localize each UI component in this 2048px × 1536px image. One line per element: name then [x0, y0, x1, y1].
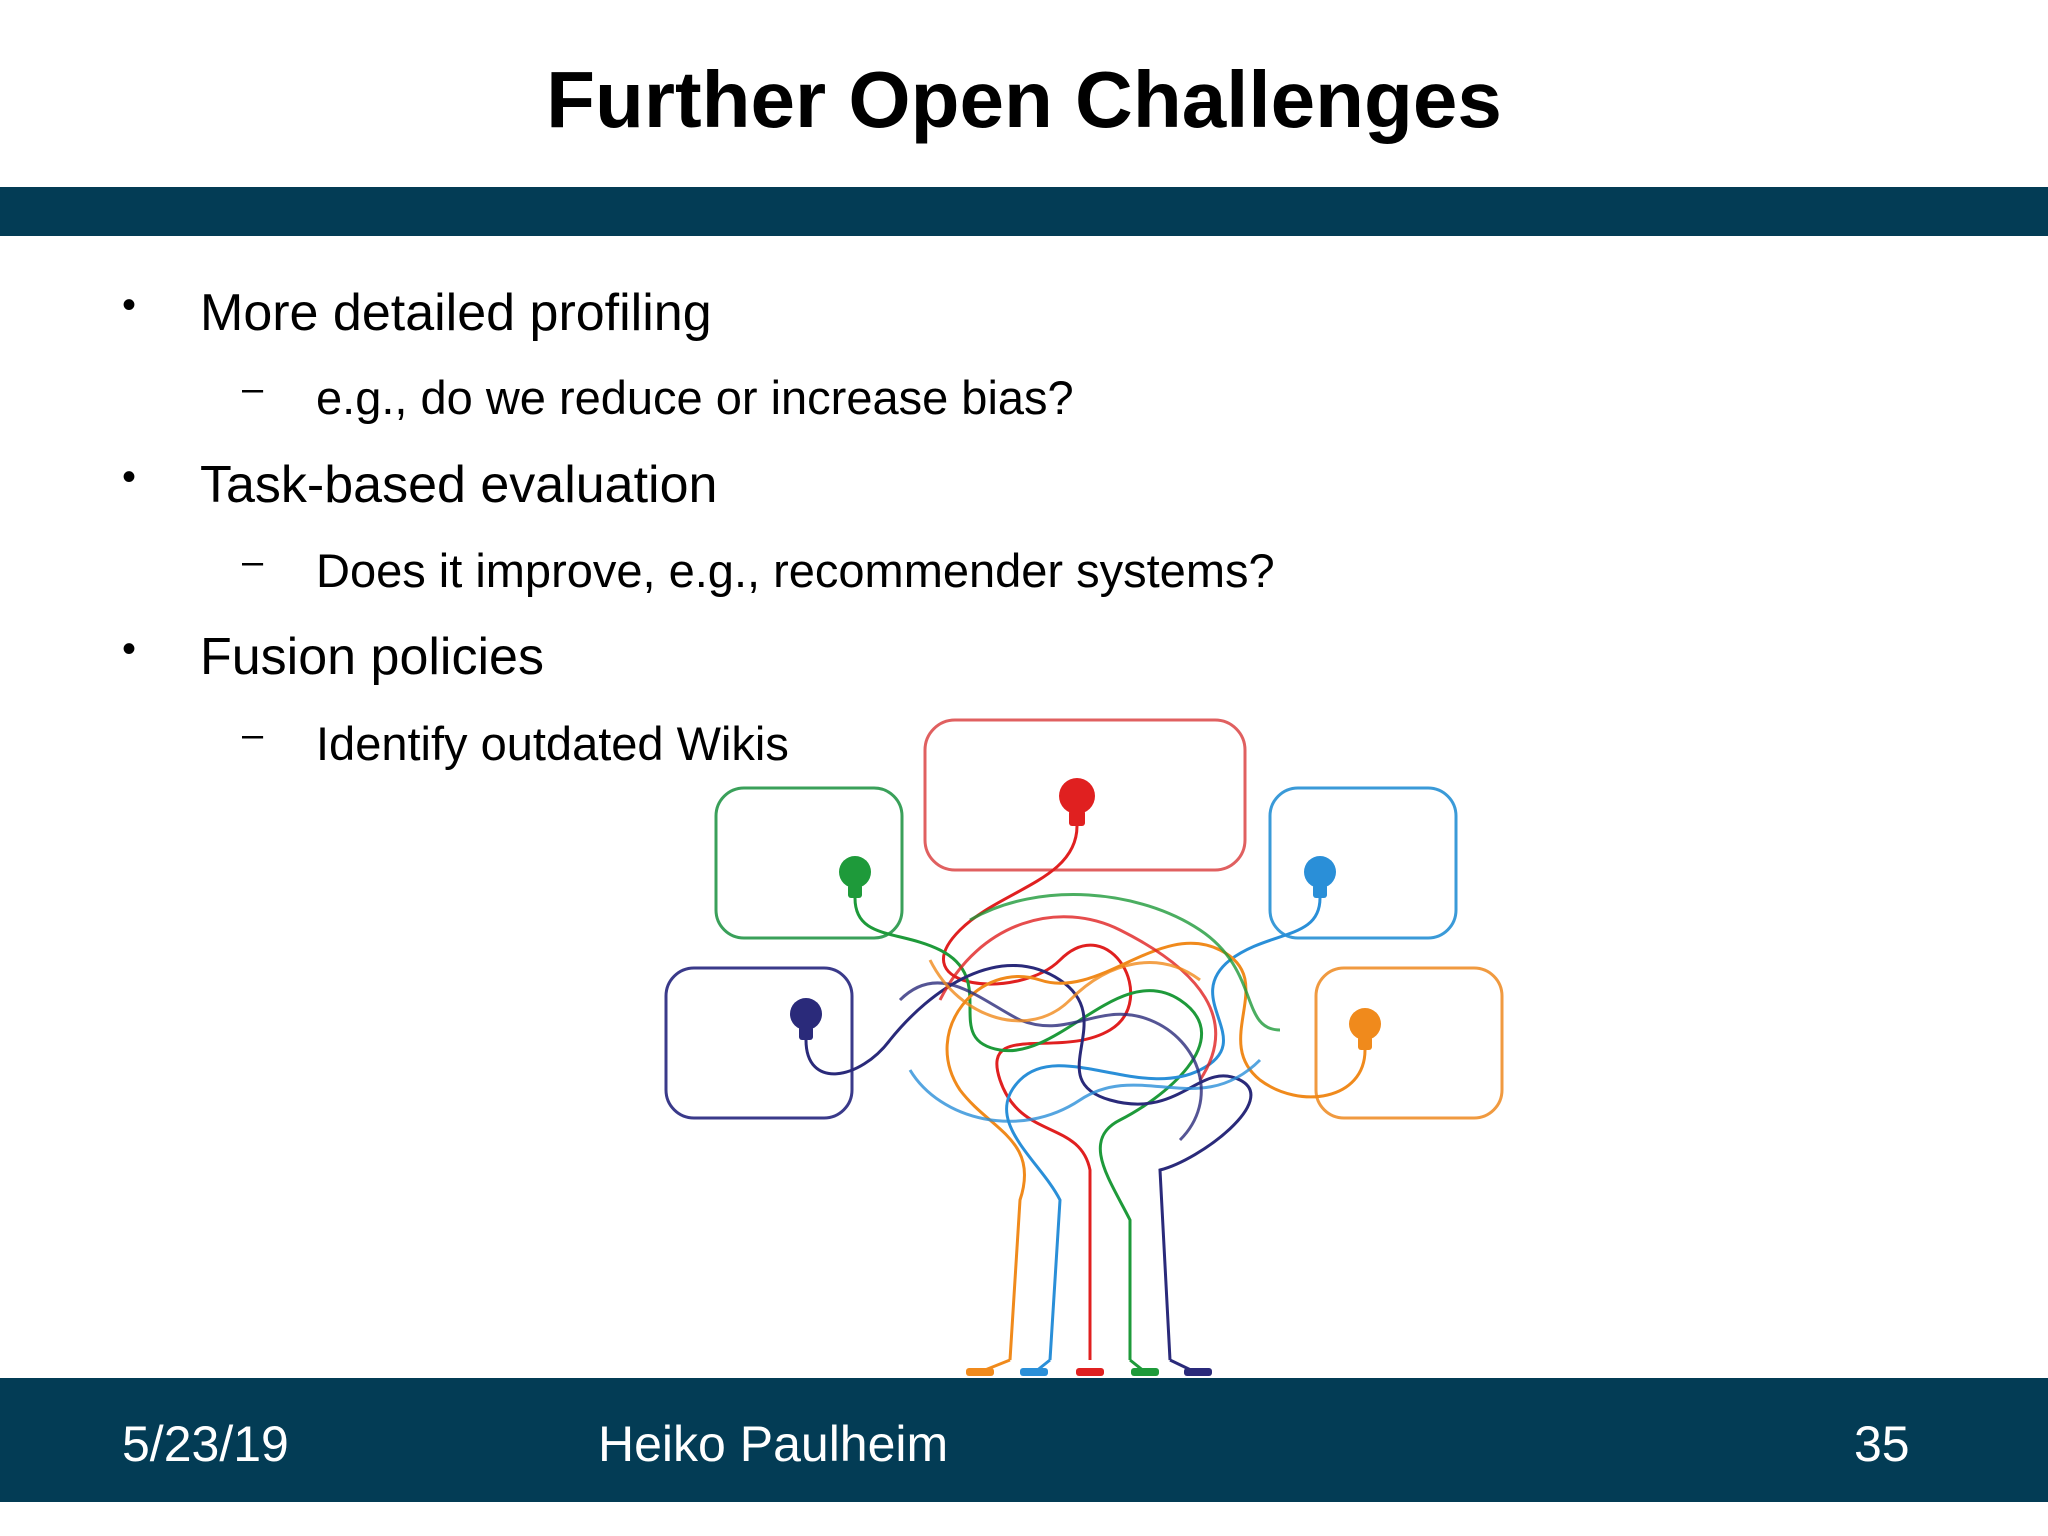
idea-box-green [714, 786, 904, 940]
lightbulb-icon [1304, 856, 1336, 898]
idea-box-navy [664, 966, 854, 1120]
footer-author: Heiko Paulheim [598, 1416, 949, 1472]
bullet-marker: • [122, 627, 137, 671]
slide-title: Further Open Challenges [546, 55, 1502, 144]
sub-bullet-item-1: e.g., do we reduce or increase bias? [316, 371, 1074, 424]
lightbulb-icon [790, 998, 822, 1040]
bullet-marker: • [122, 455, 137, 499]
sub-bullet-marker: – [242, 541, 264, 583]
bullet-item-1: More detailed profiling [200, 284, 712, 342]
footer-date: 5/23/19 [122, 1416, 289, 1472]
plug-row [966, 1358, 1212, 1376]
tangled-wires [804, 825, 1367, 1361]
lightbulb-icon [1349, 1008, 1381, 1050]
bullet-item-2: Task-based evaluation [200, 456, 718, 514]
lightbulb-icon [839, 856, 871, 898]
sub-bullet-marker: – [242, 714, 264, 756]
footer-band: 5/23/19 Heiko Paulheim 35 [0, 1378, 2048, 1502]
sub-bullet-item-2: Does it improve, e.g., recommender syste… [316, 544, 1275, 597]
idea-box-orange [1314, 966, 1504, 1120]
idea-box-blue [1268, 786, 1458, 940]
lightbulb-icon [1059, 778, 1095, 826]
bullet-marker: • [122, 283, 137, 327]
bullet-item-3: Fusion policies [200, 628, 544, 686]
sub-bullet-item-3: Identify outdated Wikis [316, 717, 789, 770]
idea-box-red [923, 718, 1247, 872]
sub-bullet-marker: – [242, 368, 264, 410]
title-band [0, 187, 2048, 236]
page-number: 35 [1854, 1416, 1910, 1472]
tangled-ideas-illustration [664, 718, 1504, 1376]
